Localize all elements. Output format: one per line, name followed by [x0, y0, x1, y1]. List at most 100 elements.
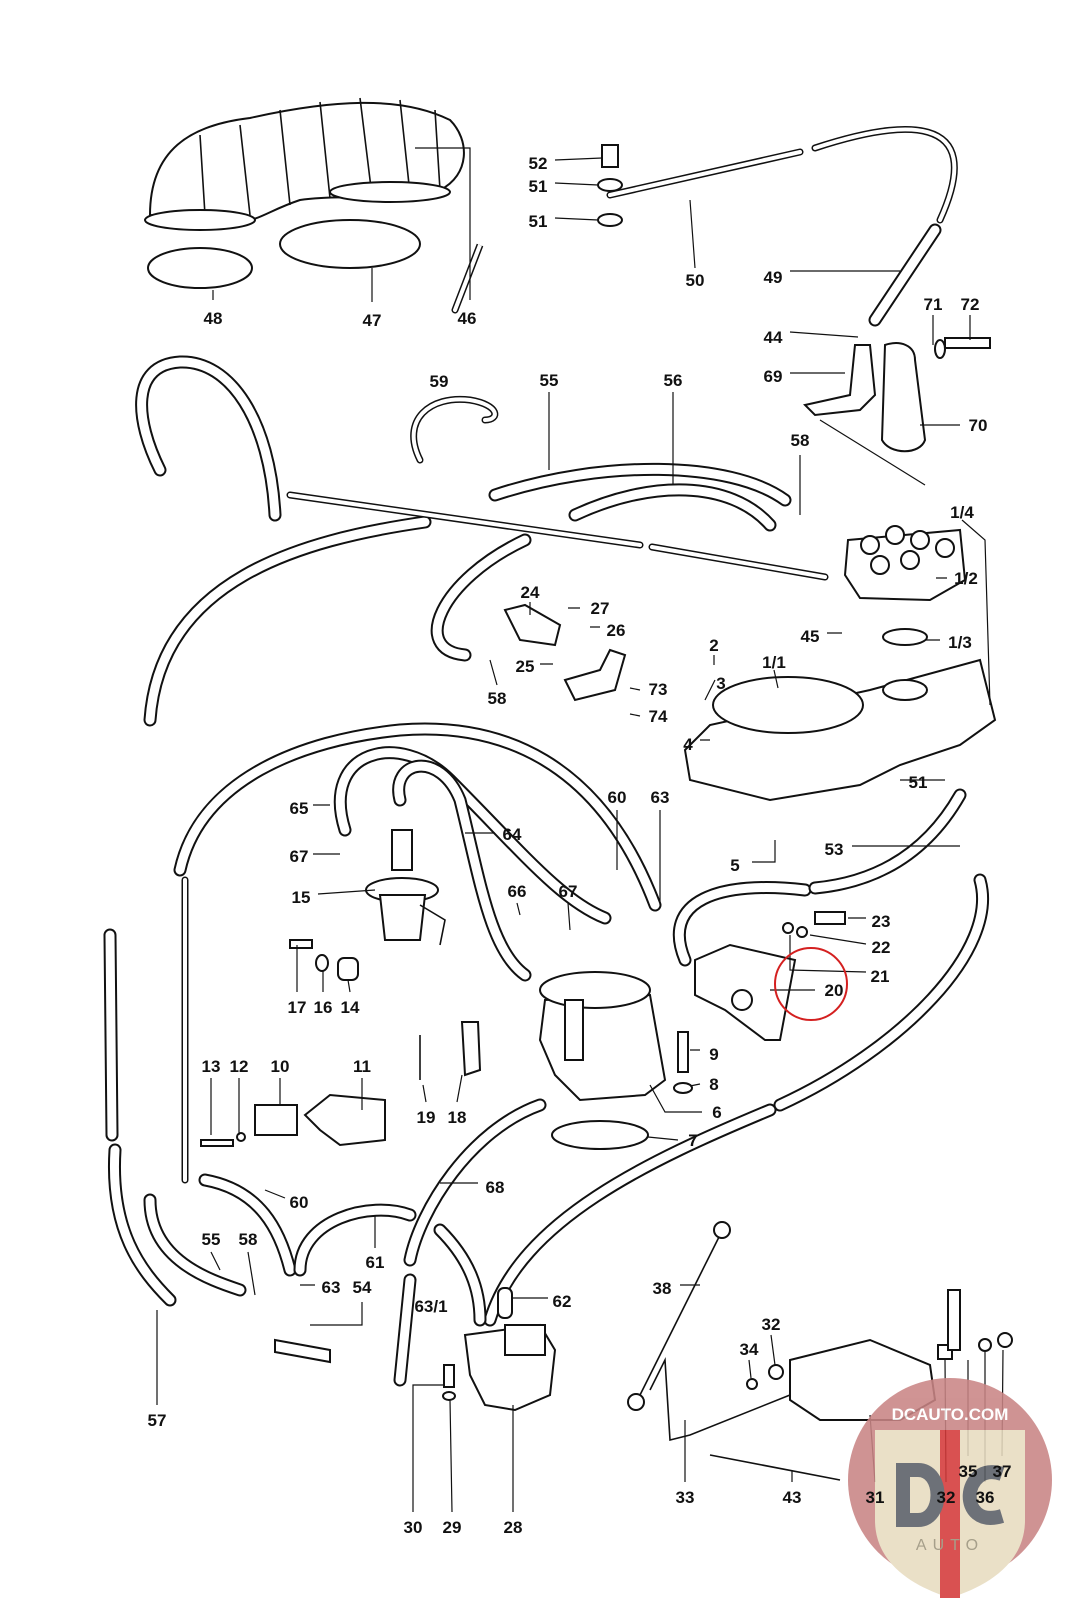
hose-24 [608, 150, 802, 197]
screw-23 [814, 911, 846, 925]
washer-16 [315, 954, 329, 972]
part-label: 62 [553, 1292, 572, 1311]
watermark-letters-graphic [896, 1463, 1005, 1527]
hose-18 [295, 1205, 415, 1275]
hose-23 [650, 545, 827, 579]
bracket-18 [460, 1021, 482, 1077]
part-label: 71 [924, 295, 943, 314]
part-label: 26 [607, 621, 626, 640]
gasket-7 [551, 1120, 649, 1150]
hose-5 [175, 724, 660, 910]
hose-17 [145, 1195, 245, 1295]
part-label: 43 [783, 1488, 802, 1507]
part-label: 32 [937, 1488, 956, 1507]
part-label: 5 [730, 856, 739, 875]
part-label: 46 [458, 309, 477, 328]
hoses [103, 125, 989, 1387]
part-label: 18 [448, 1108, 467, 1127]
tpiece-54 [274, 1338, 331, 1364]
part-label: 3 [716, 674, 725, 693]
part-label: 1/2 [954, 569, 978, 588]
part-label: 14 [341, 998, 360, 1017]
part-label: 65 [290, 799, 309, 818]
part-label: 55 [540, 371, 559, 390]
hose-62 [497, 1287, 513, 1319]
part-label: 20 [825, 981, 844, 1000]
part-label: 72 [961, 295, 980, 314]
part-label: 1/3 [948, 633, 972, 652]
nut-37 [997, 1332, 1013, 1348]
washer-32 [768, 1364, 784, 1380]
washer-51 [597, 178, 623, 192]
bracket-69 [803, 344, 877, 417]
hose-4 [432, 535, 530, 660]
spacer-14 [337, 957, 359, 981]
part-label: 50 [686, 271, 705, 290]
part-label: 12 [230, 1057, 249, 1076]
clamp-70 [880, 342, 927, 453]
hose-10 [674, 883, 810, 965]
screw-13 [200, 1139, 234, 1147]
part-label: 68 [486, 1178, 505, 1197]
part-label: 73 [649, 680, 668, 699]
part-aux-air-valve [463, 1323, 557, 1412]
parts [144, 97, 1013, 1481]
washer-21 [782, 922, 794, 934]
part-label: 19 [417, 1108, 436, 1127]
part-label: 64 [503, 825, 522, 844]
part-label: 23 [872, 912, 891, 931]
hose-19 [435, 1225, 485, 1325]
washer-22 [796, 926, 808, 938]
highlight-circle [774, 947, 848, 1021]
part-label: 8 [709, 1075, 718, 1094]
part-label: 2 [709, 636, 718, 655]
part-label: 6 [712, 1103, 721, 1122]
part-cap [843, 525, 967, 602]
part-label: 69 [764, 367, 783, 386]
rod-38 [639, 1234, 721, 1396]
part-label: 15 [292, 888, 311, 907]
part-label: 13 [202, 1057, 221, 1076]
part-label: 51 [909, 773, 928, 792]
hose-20 [395, 1275, 415, 1385]
part-label: 4 [683, 735, 693, 754]
part-throttle-switch [694, 943, 797, 1041]
part-label: 51 [529, 177, 548, 196]
hose-1 [145, 517, 430, 725]
part-label: 44 [764, 328, 783, 347]
part-label: 53 [825, 840, 844, 859]
hose-0 [137, 357, 280, 520]
screw-30 [443, 1364, 455, 1388]
part-label: 17 [288, 998, 307, 1017]
screw-17 [289, 939, 313, 949]
hose-9 [394, 761, 530, 980]
ring-1-3 [882, 628, 928, 646]
clamp-47 [279, 219, 421, 269]
part-label: 57 [148, 1411, 167, 1430]
watermark-sub: AUTO [916, 1537, 984, 1554]
part-intake-boot [144, 97, 465, 231]
part-label: 58 [791, 431, 810, 450]
part-label: 61 [366, 1253, 385, 1272]
relay-10 [254, 1104, 298, 1136]
washer-71 [934, 339, 946, 359]
watermark-text: DCAUTO.COM [892, 1405, 1009, 1424]
hose-22 [288, 493, 642, 547]
part-label: 35 [959, 1462, 978, 1481]
part-label: 25 [516, 657, 535, 676]
hose-14 [405, 1100, 545, 1265]
part-label: 48 [204, 309, 223, 328]
part-label: 49 [764, 268, 783, 287]
part-label: 56 [664, 371, 683, 390]
part-label: 30 [404, 1518, 423, 1537]
lever-33 [649, 1356, 791, 1442]
washer-51b [597, 213, 623, 227]
hose-0 [135, 355, 282, 522]
lever-37 [947, 1289, 961, 1351]
washer-34 [746, 1378, 758, 1390]
hose-11 [810, 790, 965, 893]
part-label: 24 [521, 583, 540, 602]
part-label: 21 [871, 967, 890, 986]
fitting-73 [563, 648, 627, 702]
